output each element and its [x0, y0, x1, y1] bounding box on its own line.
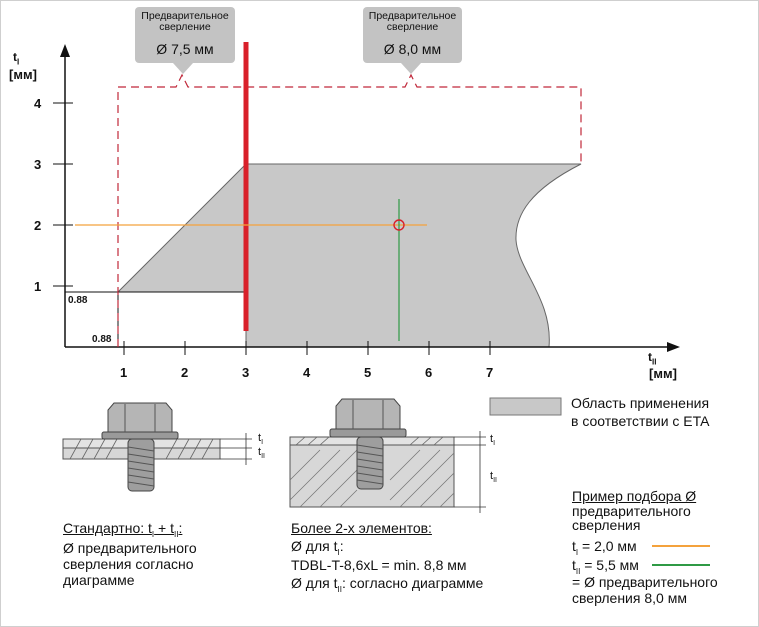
- x-axis-title: tII: [648, 350, 657, 367]
- more-title: Более 2-х элементов:: [291, 520, 432, 536]
- example-line-1: предварительного: [572, 503, 691, 519]
- x-tick-label-3: 3: [242, 365, 250, 380]
- standard-line-2: сверления согласно: [63, 556, 194, 572]
- example-result-2: сверления 8,0 мм: [572, 590, 687, 606]
- more-line-2: TDBL-T-8,6xL = min. 8,8 мм: [291, 557, 467, 573]
- dashed-boundary: [117, 73, 582, 347]
- intersection-marker: [393, 219, 405, 231]
- example-title: Пример подбора Ø: [572, 488, 697, 504]
- y-axis-arrow: [60, 44, 70, 57]
- bubble-pointer-2: [401, 63, 421, 74]
- x-tick-label-4: 4: [303, 365, 311, 380]
- screw1-tI-label: tI: [258, 432, 264, 447]
- standard-title: Стандартно: tI + tII:: [63, 520, 183, 539]
- example-t2: tII = 5,5 мм: [572, 557, 639, 576]
- y-axis-title: tI: [13, 50, 20, 67]
- x-axis-arrow: [667, 342, 680, 352]
- bubble-title: Предварительное сверление: [368, 10, 457, 33]
- screw2-tII-label: tII: [490, 470, 497, 485]
- bubble-title: Предварительное сверление: [141, 10, 229, 33]
- legend-area-label-2: в соответствии с ETA: [571, 413, 710, 429]
- x-tick-label-5: 5: [364, 365, 372, 380]
- screw2-tI-label: tI: [490, 433, 496, 448]
- example-line-2: сверления: [572, 517, 641, 533]
- x-tick-label-2: 2: [181, 365, 189, 380]
- bubble-pointer-1: [173, 63, 193, 74]
- y-tick-label-1: 1: [34, 279, 42, 294]
- example-t1: tI = 2,0 мм: [572, 538, 637, 557]
- x-tick-label-1: 1: [120, 365, 128, 380]
- x-axis-unit: [мм]: [649, 366, 677, 381]
- screw-multi-element: [289, 398, 486, 513]
- more-line-1: Ø для tI:: [291, 538, 344, 557]
- predrill-bubble-75: Предварительное сверление Ø 7,5 мм: [135, 7, 235, 63]
- x-min-label: 0.88: [92, 334, 112, 345]
- x-tick-label-6: 6: [425, 365, 433, 380]
- x-tick-label-7: 7: [486, 365, 494, 380]
- example-result-1: = Ø предварительного: [572, 574, 718, 590]
- more-line-3: Ø для tII: согласно диаграмме: [291, 575, 484, 594]
- predrill-bubble-80: Предварительное сверление Ø 8,0 мм: [363, 7, 462, 63]
- y-tick-label-3: 3: [34, 157, 42, 172]
- application-area: [116, 163, 582, 348]
- screw-standard: [62, 402, 252, 492]
- y-tick-label-2: 2: [34, 218, 42, 233]
- legend-area-label-1: Область применения: [571, 395, 710, 411]
- legend-area-swatch: [489, 397, 562, 416]
- y-min-label: 0.88: [68, 295, 88, 306]
- y-axis-unit: [мм]: [9, 67, 37, 82]
- y-tick-label-4: 4: [34, 96, 42, 111]
- bubble-diameter: Ø 8,0 мм: [383, 41, 442, 57]
- standard-line-1: Ø предварительного: [63, 540, 197, 556]
- screw1-tII-label: tII: [258, 446, 265, 461]
- bubble-diameter: Ø 7,5 мм: [156, 41, 214, 57]
- standard-line-3: диаграмме: [63, 572, 135, 588]
